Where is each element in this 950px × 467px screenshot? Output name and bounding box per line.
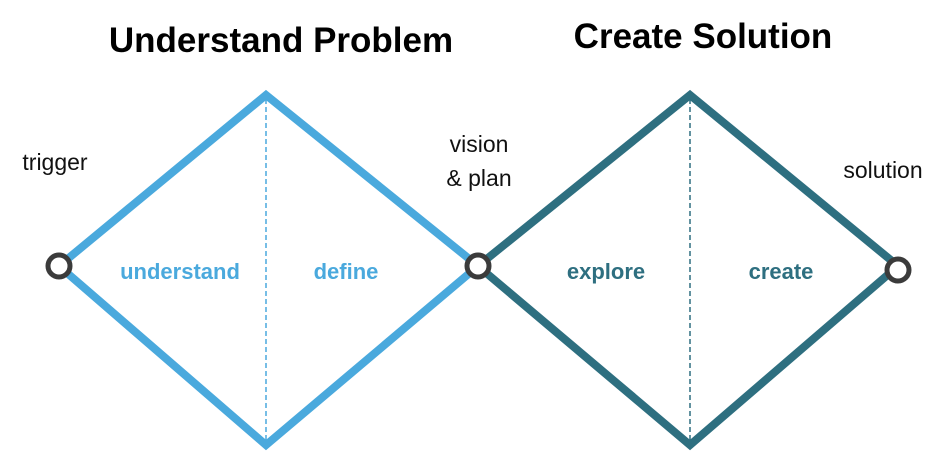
node-solution	[884, 256, 912, 284]
phase-understand: understand	[120, 259, 240, 284]
label-solution: solution	[843, 157, 922, 183]
node-trigger	[45, 252, 73, 280]
title-create-solution: Create Solution	[574, 17, 833, 56]
node-vision-plan	[464, 252, 492, 280]
phase-create: create	[749, 259, 814, 284]
title-understand-problem: Understand Problem	[109, 21, 453, 60]
label-trigger: trigger	[22, 149, 88, 175]
label-and-plan: & plan	[446, 165, 511, 191]
phase-define: define	[314, 259, 379, 284]
phase-explore: explore	[567, 259, 645, 284]
label-vision: vision	[450, 131, 509, 157]
diamond-create-solution	[471, 89, 905, 451]
